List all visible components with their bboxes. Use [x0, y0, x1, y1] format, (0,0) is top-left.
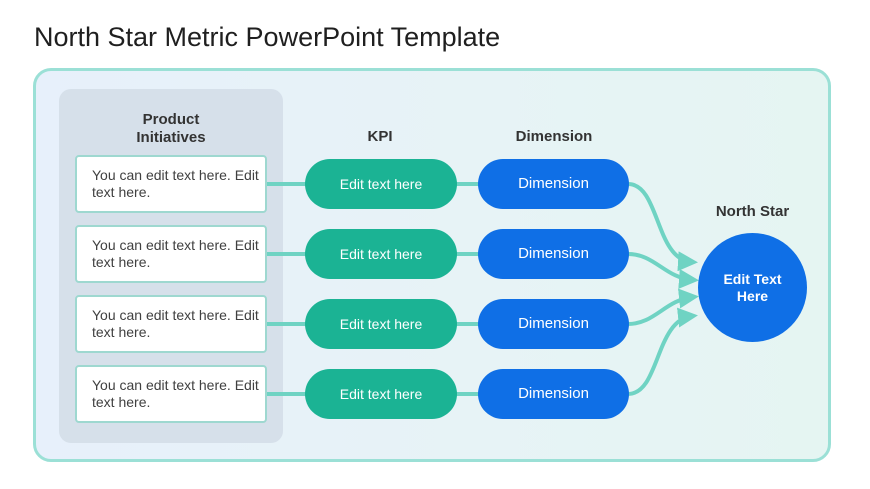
- dimension-pill-4[interactable]: Dimension: [478, 369, 629, 419]
- header-product-initiatives: Product Initiatives: [136, 111, 206, 146]
- north-star-circle[interactable]: Edit Text Here: [698, 233, 807, 342]
- initiative-box-4[interactable]: You can edit text here. Edit text here.: [75, 365, 267, 423]
- kpi-pill-4[interactable]: Edit text here: [305, 369, 457, 419]
- kpi-pill-3[interactable]: Edit text here: [305, 299, 457, 349]
- dimension-pill-2[interactable]: Dimension: [478, 229, 629, 279]
- dimension-pill-1[interactable]: Dimension: [478, 159, 629, 209]
- header-dimension: Dimension: [515, 128, 593, 145]
- slide-title: North Star Metric PowerPoint Template: [34, 22, 501, 52]
- header-north-star: North Star: [715, 203, 790, 220]
- arrow-dim-star-2: [627, 252, 699, 289]
- kpi-pill-2[interactable]: Edit text here: [305, 229, 457, 279]
- initiative-box-3[interactable]: You can edit text here. Edit text here.: [75, 295, 267, 353]
- north-star-text: Edit Text Here: [723, 270, 782, 304]
- header-kpi: KPI: [367, 128, 393, 145]
- kpi-pill-1[interactable]: Edit text here: [305, 159, 457, 209]
- initiative-box-1[interactable]: You can edit text here. Edit text here.: [75, 155, 267, 213]
- initiative-box-2[interactable]: You can edit text here. Edit text here.: [75, 225, 267, 283]
- arrow-dim-star-4: [627, 307, 698, 396]
- arrow-dim-star-1: [627, 182, 698, 272]
- arrow-dim-star-3: [627, 288, 699, 326]
- dimension-pill-3[interactable]: Dimension: [478, 299, 629, 349]
